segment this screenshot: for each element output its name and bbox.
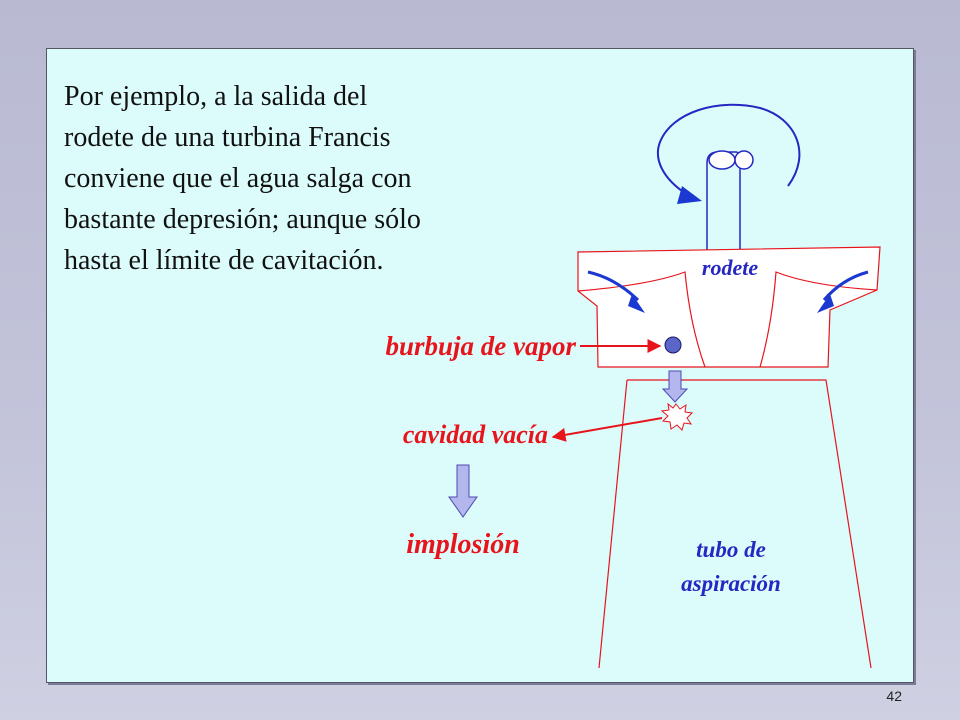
- body-text-line: rodete de una turbina Francis: [64, 122, 391, 153]
- draft-tube: [598, 379, 872, 669]
- flow-arrow-right: [817, 270, 869, 313]
- body-text: Por ejemplo, a la salida del rodete de u…: [64, 76, 534, 281]
- implosion-arrow-icon: [448, 464, 478, 518]
- vapor-bubble: [664, 336, 682, 354]
- body-text-line: Por ejemplo, a la salida del: [64, 81, 368, 112]
- label-aspiracion: aspiración: [681, 571, 781, 596]
- down-arrow-icon: [661, 370, 689, 403]
- label-implosion: implosión: [406, 529, 520, 560]
- label-tubo-de: tubo de: [696, 537, 766, 562]
- runner-housing: [577, 246, 881, 368]
- body-text-line: hasta el límite de cavitación.: [64, 245, 384, 276]
- label-rodete: rodete: [702, 255, 758, 280]
- cavity-pointer-arrow: [551, 417, 663, 442]
- flow-arrow-left: [587, 270, 645, 313]
- body-text-line: bastante depresión; aunque sólo: [64, 204, 421, 235]
- label-cavidad-vacia: cavidad vacía: [403, 420, 548, 449]
- turbine-shaft: [706, 150, 754, 250]
- rotation-arrow: [656, 103, 801, 204]
- body-text-line: conviene que el agua salga con: [64, 163, 412, 194]
- label-burbuja-de-vapor: burbuja de vapor: [385, 331, 576, 361]
- empty-cavity-icon: [660, 402, 694, 431]
- page-number: 42: [886, 688, 902, 704]
